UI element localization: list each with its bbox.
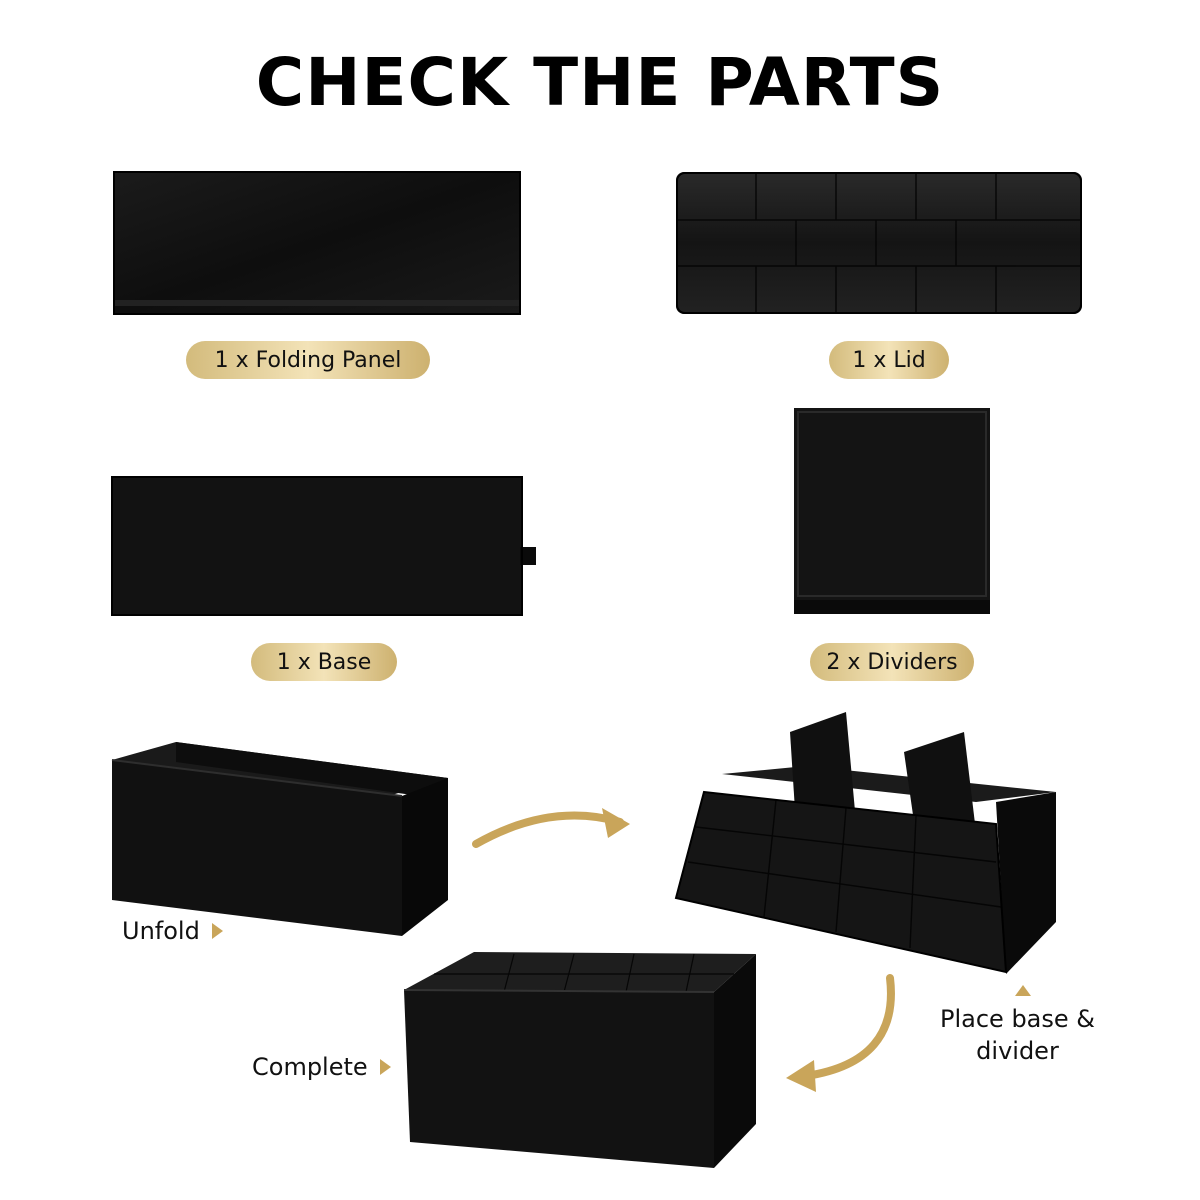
complete-step-label: Complete <box>252 1053 391 1081</box>
curved-arrow-left-icon <box>786 974 895 1092</box>
folding-panel-label: 1 x Folding Panel <box>186 341 430 379</box>
place-step-label: Place base & divider <box>940 1005 1095 1065</box>
completed-ottoman-image <box>403 952 756 1168</box>
lid-image <box>676 172 1082 314</box>
lid-label: 1 x Lid <box>829 341 949 379</box>
place-text-line1: Place base & <box>940 1005 1095 1033</box>
page-title: CHECK THE PARTS <box>255 44 945 121</box>
unfold-text: Unfold <box>122 917 200 945</box>
pointer-right-icon <box>379 1059 391 1075</box>
complete-text: Complete <box>252 1053 368 1081</box>
place-text-line2: divider <box>976 1037 1059 1065</box>
open-box-with-dividers-image <box>674 712 1056 974</box>
dividers-image <box>794 408 990 614</box>
base-image <box>111 476 536 616</box>
unfold-step-label: Unfold <box>122 917 223 945</box>
folding-panel-image <box>113 171 521 315</box>
dividers-label: 2 x Dividers <box>810 643 974 681</box>
unfolded-box-image <box>111 742 448 936</box>
base-label: 1 x Base <box>251 643 397 681</box>
pointer-up-icon <box>1015 985 1031 996</box>
curved-arrow-right-icon <box>472 808 630 848</box>
pointer-right-icon <box>211 923 223 939</box>
